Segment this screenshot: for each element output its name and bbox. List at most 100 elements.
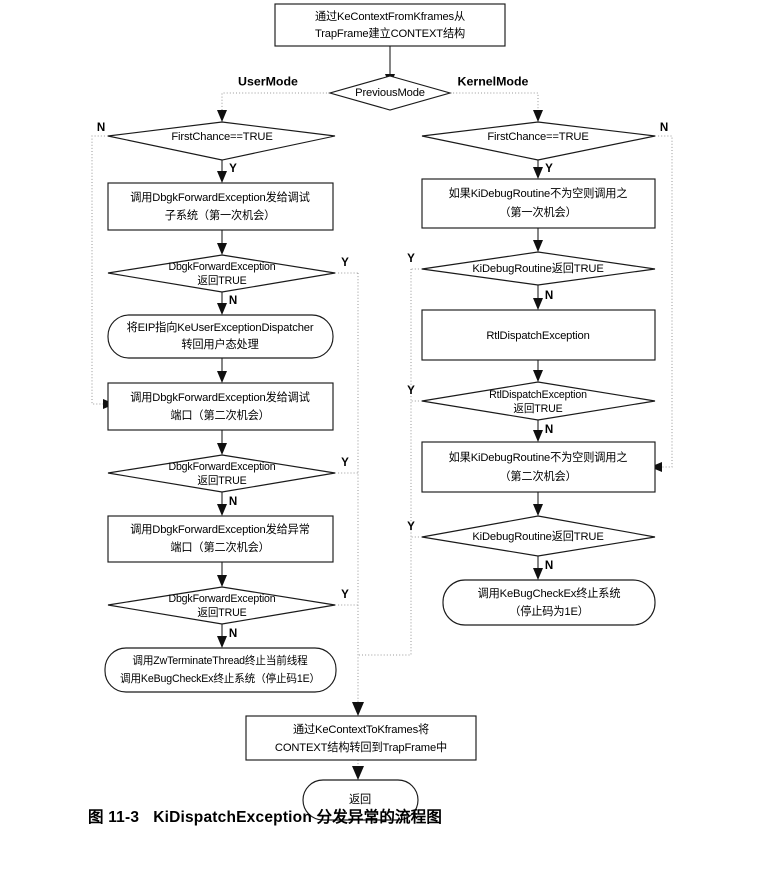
edge-label-user-exc-ret-no: N <box>229 627 237 640</box>
user-eip-line-2: 转回用户态处理 <box>181 337 258 351</box>
arrowhead-user-firstchance <box>217 110 227 122</box>
node-user-dbgk-sub-ret[interactable]: DbgkForwardException 返回TRUE <box>107 254 336 293</box>
kernel-rtl-box <box>421 309 656 361</box>
user-dbgk-port2-ret-line-2: 返回TRUE <box>197 475 246 487</box>
node-user-dbgk-port2-ret[interactable]: DbgkForwardException 返回TRUE <box>107 454 336 493</box>
end-rounded <box>302 779 419 821</box>
user-dbgk-exc-port-line-1: 调用DbgkForwardException发给异常 <box>130 522 310 536</box>
node-user-dbgk-port2[interactable]: 调用DbgkForwardException发给调试 端口（第二次机会） <box>107 382 334 431</box>
node-previous-mode[interactable]: PreviousMode <box>327 75 453 111</box>
user-dbgk-exc-port-line-2: 端口（第二次机会） <box>170 540 269 554</box>
node-kernel-rtl-ret[interactable]: RtlDispatchException 返回TRUE <box>421 381 656 421</box>
node-context-back[interactable]: 通过KeContextToKframes将 CONTEXT结构转回到TrapFr… <box>245 715 477 761</box>
kernel-rtl-ret-line-1: RtlDispatchException <box>489 389 587 401</box>
edge-label-user-port2-ret-no: N <box>229 495 237 508</box>
user-dbgk-port2-ret-diamond <box>107 454 336 493</box>
arrowhead-rtl-ret <box>533 370 543 382</box>
context-back-line-2: CONTEXT结构转回到TrapFrame中 <box>275 740 447 754</box>
kernel-kidebug1-ret-label: KiDebugRoutine返回TRUE <box>472 262 603 275</box>
user-dbgk-sub-ret-line-2: 返回TRUE <box>197 275 246 287</box>
node-user-terminate[interactable]: 调用ZwTerminateThread终止当前线程 调用KeBugCheckEx… <box>104 647 337 693</box>
kernel-kidebug1-ret-diamond <box>421 251 656 286</box>
user-dbgk-port2-line-2: 端口（第二次机会） <box>170 408 269 422</box>
node-user-dbgk-exc-port[interactable]: 调用DbgkForwardException发给异常 端口（第二次机会） <box>107 515 334 563</box>
edge-label-user-exc-ret-yes: Y <box>341 588 349 601</box>
arrowhead-kidebug2-ret <box>533 504 543 516</box>
edge-label-kernel-firstchance-yes: Y <box>545 162 553 175</box>
arrowhead-dbgksub <box>217 171 227 183</box>
kernel-firstchance-label: FirstChance==TRUE <box>487 131 588 143</box>
kernel-kidebug1-box <box>421 178 656 229</box>
edge-userfc-no-loop <box>91 135 108 405</box>
figure-number: 图 11-3 <box>88 809 140 826</box>
arrowhead-rtl <box>533 298 543 310</box>
node-start[interactable]: 通过KeContextFromKframes从 TrapFrame建立CONTE… <box>274 3 506 47</box>
edge-label-kernel-rtl-ret-yes: Y <box>407 384 415 397</box>
edge-label-kernel-kidebug2-ret-no: N <box>545 559 553 572</box>
edge-previousmode-kernelmode <box>450 92 539 112</box>
user-dbgk-exc-ret-line-2: 返回TRUE <box>197 607 246 619</box>
kernel-kidebug1-line-2: （第一次机会） <box>499 205 576 219</box>
node-user-first-chance[interactable]: FirstChance==TRUE <box>107 121 336 161</box>
arrowhead-kidebug1-ret <box>533 240 543 252</box>
node-kernel-kidebug2[interactable]: 如果KiDebugRoutine不为空则调用之 （第二次机会） <box>421 441 656 493</box>
kernel-bugcheck-rounded <box>442 579 656 626</box>
edge-kernelfc-no-loop <box>655 135 673 468</box>
node-kernel-kidebug1[interactable]: 如果KiDebugRoutine不为空则调用之 （第一次机会） <box>421 178 656 229</box>
user-terminate-line-1: 调用ZwTerminateThread终止当前线程 <box>132 654 308 667</box>
arrowhead-excport <box>217 504 227 516</box>
user-dbgk-port2-line-1: 调用DbgkForwardException发给调试 <box>130 390 310 404</box>
connector-layer <box>91 46 673 780</box>
user-firstchance-label: FirstChance==TRUE <box>171 131 272 143</box>
figure-caption: 图 11-3 KiDispatchException 分发异常的流程图 <box>88 805 688 827</box>
figure-title: KiDispatchException 分发异常的流程图 <box>153 809 443 826</box>
node-user-dbgk-exc-ret[interactable]: DbgkForwardException 返回TRUE <box>107 586 336 625</box>
kernel-kidebug2-line-2: （第二次机会） <box>499 469 576 483</box>
kernel-kidebug2-ret-diamond <box>421 515 656 557</box>
previousmode-label: PreviousMode <box>355 87 425 99</box>
user-eip-line-1: 将EIP指向KeUserExceptionDispatcher <box>127 320 314 334</box>
node-kernel-kidebug2-ret[interactable]: KiDebugRoutine返回TRUE <box>421 515 656 557</box>
start-line-2: TrapFrame建立CONTEXT结构 <box>315 26 465 40</box>
arrowhead-contextback <box>352 702 364 716</box>
edge-label-kernel-kidebug1-ret-yes: Y <box>407 252 415 265</box>
node-user-dbgk-sub[interactable]: 调用DbgkForwardException发给调试 子系统（第一次机会） <box>107 182 334 231</box>
edge-label-user-dbgk-sub-ret-yes: Y <box>341 256 349 269</box>
arrowhead-kernel-firstchance <box>533 110 543 122</box>
user-dbgk-port2-box <box>107 382 334 431</box>
edge-label-user-port2-ret-yes: Y <box>341 456 349 469</box>
user-terminate-line-2: 调用KeBugCheckEx终止系统（停止码1E） <box>120 672 320 685</box>
arrowhead-dbgksub-ret <box>217 243 227 255</box>
edge-label-kernel-firstchance-no: N <box>660 121 668 134</box>
kernel-kidebug2-box <box>421 441 656 493</box>
node-end[interactable]: 返回 <box>302 779 419 821</box>
node-kernel-rtl[interactable]: RtlDispatchException <box>421 309 656 361</box>
arrowhead-port2-ret <box>217 443 227 455</box>
arrowhead-kidebug2 <box>533 430 543 442</box>
context-back-line-1: 通过KeContextToKframes将 <box>293 723 429 736</box>
edge-label-user-firstchance-yes: Y <box>229 162 237 175</box>
node-kernel-bugcheck[interactable]: 调用KeBugCheckEx终止系统 （停止码为1E） <box>442 579 656 626</box>
node-kernel-first-chance[interactable]: FirstChance==TRUE <box>421 121 656 161</box>
node-kernel-kidebug1-ret[interactable]: KiDebugRoutine返回TRUE <box>421 251 656 286</box>
previousmode-diamond <box>327 75 453 111</box>
edge-label-user-firstchance-no: N <box>97 121 105 134</box>
user-dbgk-sub-box <box>107 182 334 231</box>
kernel-rtl-ret-diamond <box>421 381 656 421</box>
user-dbgk-sub-ret-line-1: DbgkForwardException <box>168 261 275 273</box>
node-user-eip[interactable]: 将EIP指向KeUserExceptionDispatcher 转回用户态处理 <box>107 314 334 359</box>
user-dbgk-sub-line-1: 调用DbgkForwardException发给调试 <box>130 190 310 204</box>
arrowhead-kernelfc-no-loop <box>650 462 662 472</box>
edge-label-usermode: UserMode <box>238 74 298 88</box>
start-line-1: 通过KeContextFromKframes从 <box>315 10 465 23</box>
context-back-box <box>245 715 477 761</box>
edge-label-kernel-rtl-ret-no: N <box>545 423 553 436</box>
kernel-bugcheck-line-1: 调用KeBugCheckEx终止系统 <box>478 586 621 600</box>
user-dbgk-sub-ret-diamond <box>107 254 336 293</box>
arrowhead-bugcheck <box>533 568 543 580</box>
arrowhead-kidebug1 <box>533 167 543 179</box>
edge-label-user-dbgk-sub-ret-no: N <box>229 294 237 307</box>
edge-label-kernel-kidebug2-ret-yes: Y <box>407 520 415 533</box>
